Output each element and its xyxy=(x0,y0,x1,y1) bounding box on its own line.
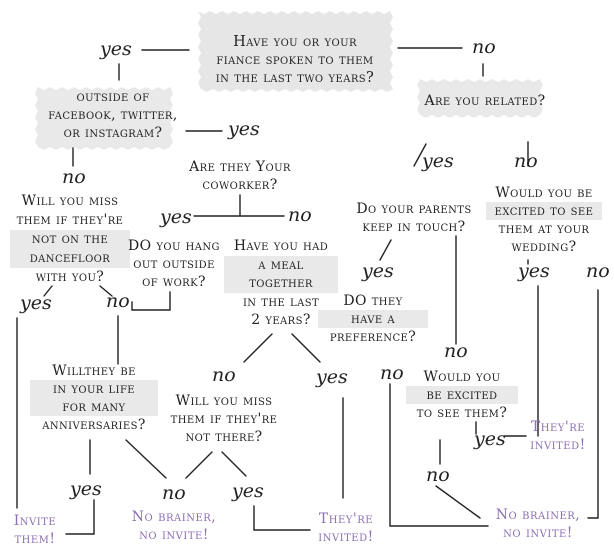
answer-social-yes: yes xyxy=(228,118,260,140)
answer-meal-no: no xyxy=(212,364,236,386)
outcome-no-brainer-no-invite-left: No brainer, no invite! xyxy=(131,509,217,543)
question-preference: DO they have a preference? xyxy=(318,292,428,346)
answer-preference-no: no xyxy=(380,362,404,384)
answer-meal-yes: yes xyxy=(316,366,348,388)
answer-coworker-yes: yes xyxy=(160,206,192,228)
answer-spoken-no: no xyxy=(472,36,496,58)
answer-spoken-yes: yes xyxy=(100,38,132,60)
question-excited-to-see: Would you be excited to see them? xyxy=(406,368,518,422)
outcome-theyre-invited-middle: They're invited! xyxy=(318,511,374,545)
answer-social-no: no xyxy=(62,166,86,188)
outcome-invite-them: Invite them! xyxy=(13,513,57,547)
question-parents-keep-in-touch: Do your parents keep in touch? xyxy=(356,201,472,235)
answer-parents-yes: yes xyxy=(362,260,394,282)
top-question-blob xyxy=(198,11,393,92)
answer-dancefloor-no: no xyxy=(106,290,130,312)
answer-related-no: no xyxy=(514,150,538,172)
answer-coworker-no: no xyxy=(288,204,312,226)
outcome-no-brainer-no-invite-right: No brainer, no invite! xyxy=(495,507,581,541)
answer-parents-no: no xyxy=(444,340,468,362)
answer-dancefloor-yes: yes xyxy=(20,292,52,314)
related-question-blob xyxy=(417,79,543,118)
answer-miss-there-no: no xyxy=(162,482,186,504)
social-question-blob xyxy=(35,87,173,150)
answer-wedding-yes: yes xyxy=(518,260,550,282)
question-excited-at-wedding: Would you be excited to see them at your… xyxy=(486,184,602,256)
answer-wedding-no: no xyxy=(586,260,610,282)
question-are-you-related: Are you related? xyxy=(424,93,546,109)
question-hang-out-outside-work: DO you hang out outside of work? xyxy=(128,238,220,290)
answer-anniversaries-yes: yes xyxy=(70,478,102,500)
question-meal-together: Have you had a meal together in the last… xyxy=(224,237,338,330)
question-outside-social-media: outside of facebook, twitter, or instagr… xyxy=(48,89,178,141)
question-many-anniversaries: Willthey be in your life for many annive… xyxy=(30,362,158,434)
question-coworker: Are they Your coworker? xyxy=(189,159,291,193)
question-miss-if-not-there: Will you miss them if they're not there? xyxy=(170,393,278,445)
outcome-theyre-invited-right: They're invited! xyxy=(530,419,586,453)
answer-miss-there-yes: yes xyxy=(232,480,264,502)
answer-excited-no: no xyxy=(426,464,450,486)
question-miss-on-dancefloor: Will you miss them if they're not on the… xyxy=(10,192,130,287)
answer-excited-yes: yes xyxy=(474,428,506,450)
question-spoken-recently: Have you or your fiance spoken to them i… xyxy=(215,34,375,86)
answer-related-yes: yes xyxy=(422,150,454,172)
